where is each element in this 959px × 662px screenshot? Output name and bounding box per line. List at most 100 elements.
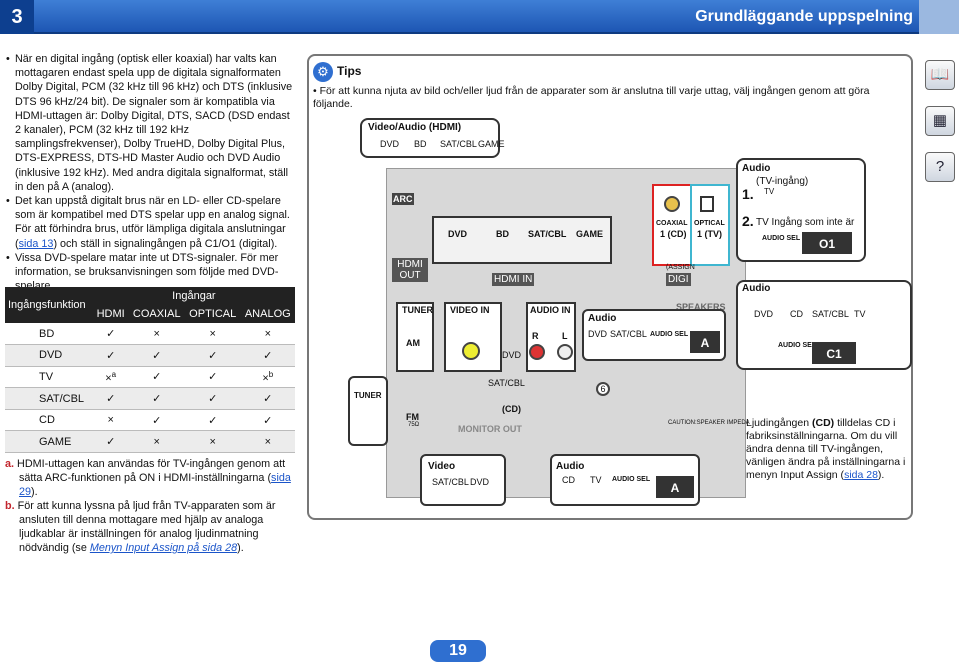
link-page-29[interactable]: sida 29: [19, 472, 291, 498]
caution-label: CAUTION:SPEAKER IMPEDA: [668, 420, 750, 426]
tuner-box: [396, 302, 434, 372]
jack-bd: BD: [496, 229, 509, 239]
audio2-tv: TV: [590, 475, 602, 485]
tv-input-label: (TV-ingång): [756, 176, 809, 187]
tv-audio-label: Audio: [742, 163, 771, 174]
opt-tv-label: 1 (TV): [697, 229, 723, 239]
link-page-28[interactable]: sida 28: [844, 469, 878, 481]
tuner-side-label: TUNER: [354, 391, 382, 400]
remote-icon[interactable]: ▦: [925, 106, 955, 136]
book-icon[interactable]: 📖: [925, 60, 955, 90]
num-six: 6: [596, 382, 610, 396]
src-sat: SAT/CBL: [812, 309, 849, 319]
hdmi-in-group: [432, 216, 612, 264]
table-row: GAME ✓×××: [5, 430, 295, 454]
subhead-hdmi: HDMI: [92, 305, 129, 323]
footnotes: a. HDMI-uttagen kan användas för TV-ingå…: [5, 457, 297, 555]
am-label: AM: [406, 338, 420, 348]
hdmi-in-label: HDMI IN: [492, 273, 535, 286]
optical-jack: [700, 196, 714, 212]
header-tab: [919, 0, 959, 34]
video-box-label: Video: [428, 461, 456, 472]
video-jack: [462, 342, 480, 360]
fm-label: FM: [406, 412, 419, 422]
video-in-label: VIDEO IN: [450, 305, 490, 315]
digital-label: DIGI: [666, 273, 691, 286]
page-header: 3 Grundläggande uppspelning: [0, 0, 959, 34]
input-function-table: Ingångsfunktion Ingångar HDMI COAXIAL OP…: [5, 287, 295, 454]
note-1: När en digital ingång (optisk eller koax…: [6, 52, 296, 194]
assign-label: (ASSIGN: [666, 264, 695, 271]
step-1-tv: TV: [764, 187, 775, 196]
tuner-label: TUNER: [402, 305, 433, 315]
subhead-analog: ANALOG: [240, 305, 295, 323]
link-page-13[interactable]: sida 13: [18, 237, 54, 250]
hdmi-source-box: [360, 118, 500, 158]
tips-icon: ⚙: [313, 62, 333, 82]
link-input-assign[interactable]: Menyn Input Assign på sida 28: [89, 542, 238, 554]
audio1-sat: SAT/CBL: [610, 329, 647, 339]
audio1-dvd: DVD: [588, 329, 608, 339]
coaxial-jack: [664, 196, 680, 212]
video-box: [420, 454, 506, 506]
hdmi-src-bd: BD: [414, 139, 427, 149]
tips-text: • För att kunna njuta av bild och/eller …: [313, 85, 870, 110]
hdmi-out-label: HDMI OUT: [392, 258, 428, 282]
table-row: BD ✓×××: [5, 323, 295, 346]
note-2: Det kan uppstå digitalt brus när en LD- …: [6, 194, 296, 251]
audio-jack-r: [529, 344, 545, 360]
audio-sel2-label: AUDIO SEL: [778, 342, 817, 349]
fm-ohm: 75Ω: [408, 422, 420, 428]
table-row: CD ×✓✓✓: [5, 409, 295, 432]
src-dvd: DVD: [754, 309, 774, 319]
src-cd: CD: [790, 309, 803, 319]
table-row: DVD ✓✓✓✓: [5, 344, 295, 367]
col-inputs: Ingångar: [92, 287, 295, 305]
coax-cd-label: 1 (CD): [660, 229, 687, 239]
optical-label: OPTICAL: [694, 220, 725, 227]
panel-cd: (CD): [502, 404, 521, 414]
chapter-number: 3: [0, 0, 34, 34]
speakers-label: SPEAKERS: [676, 302, 726, 312]
arc-label: ARC: [392, 193, 414, 205]
audio2-label: Audio: [556, 461, 585, 472]
cd-assign-note: Ljudingången (CD) tilldelas CD i fabriks…: [746, 417, 906, 481]
audio-box-label: Audio: [742, 283, 771, 294]
src-tv: TV: [854, 309, 866, 319]
hdmi-box-title: Video/Audio (HDMI): [368, 122, 462, 133]
o1-button: O1: [802, 232, 852, 254]
page-number: 19: [430, 640, 486, 662]
audio-jack-l: [557, 344, 573, 360]
video-dvd: DVD: [470, 477, 490, 487]
hdmi-src-game: GAME: [478, 139, 505, 149]
audio-in-box: [526, 302, 576, 372]
monitor-out-label: MONITOR OUT: [458, 424, 522, 434]
table-row: TV ×a ✓✓ ×b: [5, 366, 295, 389]
hdmi-src-sat: SAT/CBL: [440, 139, 477, 149]
subhead-coaxial: COAXIAL: [128, 305, 185, 323]
panel-sat: SAT/CBL: [488, 378, 525, 388]
audio2-a-button: A: [656, 476, 694, 498]
coaxial-label: COAXIAL: [656, 220, 688, 227]
r-label: R: [532, 331, 539, 341]
audio2-sel: AUDIO SEL: [612, 476, 651, 483]
jack-sat: SAT/CBL: [528, 229, 567, 239]
audio2-cd: CD: [562, 475, 575, 485]
jack-game: GAME: [576, 229, 603, 239]
jack-dvd: DVD: [448, 229, 468, 239]
audio-in-label: AUDIO IN: [530, 305, 571, 315]
chapter-title: Grundläggande uppspelning: [695, 8, 913, 25]
audio1-label: Audio: [588, 313, 617, 324]
help-icon[interactable]: ?: [925, 152, 955, 182]
c1-button: C1: [812, 342, 856, 364]
step-2-text: TV Ingång som inte är: [756, 217, 855, 228]
hdmi-src-dvd: DVD: [380, 139, 400, 149]
tips-title: Tips: [337, 64, 362, 78]
video-sat: SAT/CBL: [432, 477, 469, 487]
footnote-a: a. HDMI-uttagen kan användas för TV-ingå…: [5, 458, 291, 498]
subhead-optical: OPTICAL: [184, 305, 241, 323]
footnote-b: b. För att kunna lyssna på ljud från TV-…: [5, 500, 276, 554]
video-in-box: [444, 302, 502, 372]
table-row: SAT/CBL ✓✓✓✓: [5, 387, 295, 410]
left-notes: När en digital ingång (optisk eller koax…: [6, 52, 296, 293]
